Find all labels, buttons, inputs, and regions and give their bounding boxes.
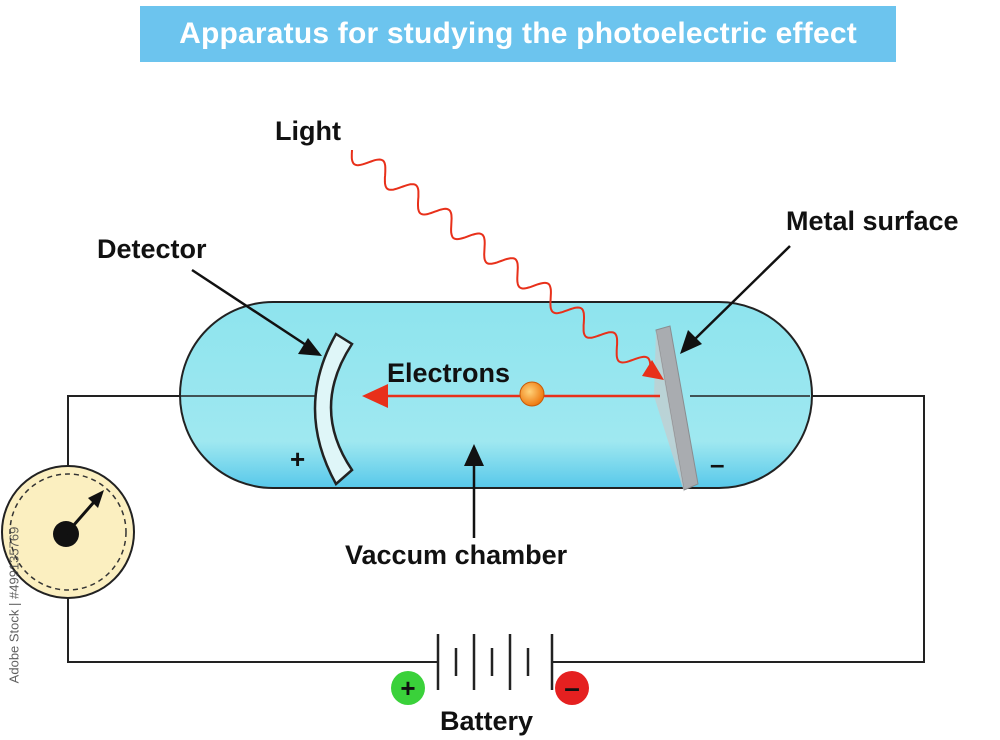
detector-pointer-head (298, 338, 322, 356)
light-arrowhead (642, 360, 664, 380)
light-label: Light (275, 116, 341, 146)
vacuum-chamber-pointer-head (464, 444, 484, 466)
circuit-wire-left (67, 395, 180, 470)
circuit-wire-left-lower (67, 594, 438, 663)
title-banner: Apparatus for studying the photoelectric… (140, 6, 896, 62)
metal-plate (655, 325, 699, 491)
battery-negative-terminal (555, 671, 589, 705)
diagram-title: Apparatus for studying the photoelectric… (179, 17, 857, 50)
electron-arrowhead (362, 384, 388, 408)
battery-positive-terminal (391, 671, 425, 705)
metal-plate-face (654, 330, 684, 492)
electrons-label: Electrons (387, 358, 511, 388)
vacuum-chamber-label: Vaccum chamber (345, 540, 568, 570)
positive-sign: + (290, 444, 306, 474)
battery-negative-sign: – (564, 672, 580, 703)
watermark: Adobe Stock | #499135769 (0, 505, 28, 705)
circuit-wire-right (552, 395, 925, 663)
metal-surface-label: Metal surface (786, 206, 959, 236)
battery-label: Battery (440, 706, 534, 736)
detector-collector (313, 332, 354, 486)
detector-pointer (191, 268, 307, 347)
detector-label: Detector (97, 234, 207, 264)
meter-dial-scale (9, 473, 127, 591)
negative-sign: – (710, 449, 725, 479)
watermark-text: Adobe Stock | #499135769 (6, 526, 22, 684)
metal-surface-pointer-head (680, 330, 702, 354)
meter-needle (64, 501, 96, 535)
metal-surface-pointer (693, 245, 791, 341)
light-ray (350, 149, 652, 373)
battery-positive-sign: + (400, 673, 415, 703)
electron (519, 381, 545, 407)
battery-icon (436, 634, 554, 690)
meter-needle-tip (88, 490, 104, 508)
